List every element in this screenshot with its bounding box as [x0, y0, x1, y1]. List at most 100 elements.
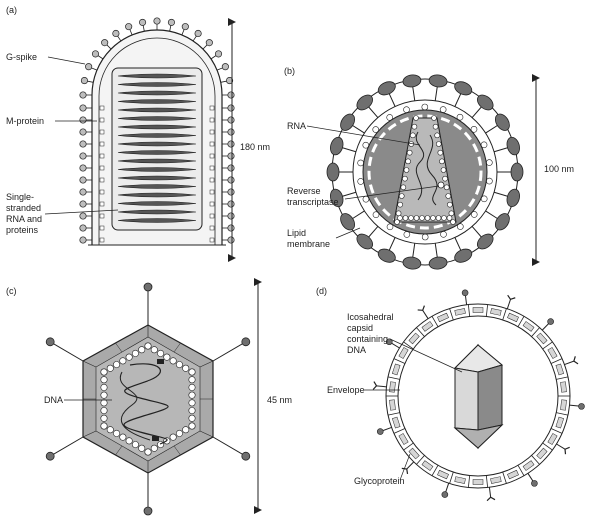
- g-spike: [80, 77, 88, 85]
- label-rt-l1: Reverse: [287, 186, 321, 196]
- label-rna-l1: Single-: [6, 192, 34, 202]
- capsomere: [125, 437, 133, 445]
- g-spike: [227, 140, 235, 148]
- capsomere: [163, 353, 171, 361]
- core-bead: [405, 158, 411, 165]
- panel-a-rhabdovirus: (a) 180 nm G-spike M-protein Single- str…: [6, 5, 270, 262]
- matrix-bead: [470, 125, 478, 133]
- capsomere: [138, 346, 146, 354]
- matrix-bead: [486, 177, 493, 185]
- glycoprotein-knob: [441, 491, 449, 498]
- glycoprotein-fork: [573, 356, 579, 365]
- capsomere: [106, 426, 114, 434]
- fiber-knob: [45, 451, 55, 461]
- g-spike: [153, 17, 161, 25]
- matrix-bead: [421, 233, 429, 241]
- membrane-block: [490, 308, 502, 316]
- core-bead: [447, 201, 453, 208]
- g-spike: [214, 50, 223, 58]
- g-spike: [125, 23, 133, 31]
- knob: [494, 113, 510, 131]
- matrix-bead: [486, 159, 493, 166]
- panel-b-retrovirus: (b) 100 nm RNA Reverse transcriptase Lip…: [284, 66, 574, 270]
- membrane-block: [398, 347, 409, 359]
- coil-turn: [117, 90, 197, 96]
- matrix-bead: [372, 211, 380, 219]
- coil-turn: [117, 124, 197, 130]
- label-rna-l2: stranded: [6, 203, 41, 213]
- membrane-block: [472, 307, 484, 313]
- coil-turn: [117, 82, 197, 87]
- core-bead: [439, 158, 445, 165]
- membrane-block: [547, 433, 558, 445]
- membrane-block: [391, 416, 401, 429]
- coil-turn: [117, 99, 197, 104]
- core-bead: [410, 132, 416, 139]
- g-spike: [79, 188, 87, 196]
- core-bead: [406, 149, 413, 156]
- membrane-block: [560, 399, 567, 411]
- coil-turn: [117, 133, 197, 138]
- g-spike: [79, 140, 87, 148]
- membrane-block: [391, 363, 401, 376]
- m-protein: [209, 225, 215, 231]
- m-protein: [99, 213, 105, 219]
- m-protein: [209, 177, 215, 183]
- g-spike: [221, 63, 229, 71]
- membrane-block: [421, 460, 434, 471]
- capsomere: [175, 361, 183, 369]
- core-bead: [435, 141, 442, 147]
- glycoprotein-fork: [401, 467, 409, 475]
- glycoprotein-knob: [376, 428, 384, 435]
- m-protein: [99, 177, 105, 183]
- g-spike: [227, 212, 235, 220]
- knob: [377, 248, 396, 263]
- core-bead: [397, 201, 403, 208]
- envelope-segments: [386, 304, 570, 488]
- core-bead: [448, 210, 455, 217]
- g-spike: [227, 91, 235, 99]
- g-spike: [227, 200, 235, 208]
- coil-turn: [117, 107, 197, 113]
- coil-turn: [117, 201, 197, 206]
- g-spike: [167, 18, 175, 26]
- core-bead: [431, 115, 437, 121]
- knob: [356, 94, 374, 111]
- label-glycoprotein: Glycoprotein: [354, 476, 405, 486]
- membrane-block: [560, 381, 567, 393]
- m-protein: [99, 189, 105, 195]
- membrane-block: [555, 416, 565, 429]
- g-spike: [101, 39, 109, 47]
- capsomere: [188, 399, 196, 407]
- glycoprotein-fork: [486, 496, 496, 502]
- capsomere: [188, 383, 196, 391]
- m-protein: [99, 225, 105, 231]
- fiber-knob: [241, 451, 251, 461]
- m-protein: [99, 129, 105, 135]
- membrane-block: [454, 308, 466, 316]
- membrane-block: [408, 332, 420, 345]
- capsomere: [188, 376, 196, 384]
- core-bead: [413, 215, 420, 221]
- g-spike: [79, 164, 87, 172]
- panel-a-tag: (a): [6, 5, 17, 15]
- capsomere: [169, 357, 177, 365]
- knob: [454, 248, 473, 263]
- capsomere: [100, 391, 108, 399]
- m-protein: [99, 201, 105, 207]
- penton-fibers: [45, 282, 251, 516]
- membrane-block: [507, 469, 519, 480]
- g-spike: [227, 176, 235, 184]
- core-bead: [441, 215, 447, 221]
- capsomere: [188, 407, 196, 415]
- fiber-knob: [45, 337, 55, 347]
- knob: [476, 94, 494, 111]
- coil-turn: [117, 184, 197, 189]
- membrane-block: [507, 312, 519, 323]
- core-bead: [402, 215, 409, 221]
- panel-d-tag: (d): [316, 286, 327, 296]
- core-bead: [413, 115, 419, 121]
- capsomere: [175, 429, 183, 437]
- membrane-block: [555, 363, 565, 376]
